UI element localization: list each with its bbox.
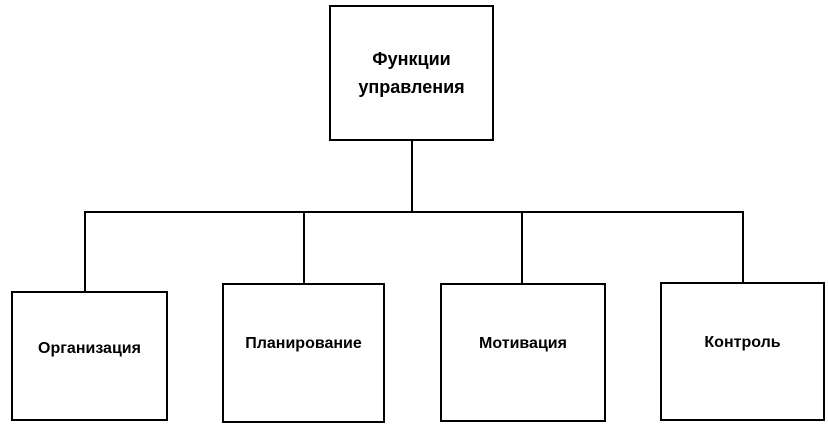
node-planning: Планирование xyxy=(222,283,385,423)
node-control-label: Контроль xyxy=(704,333,781,351)
connector-drop-motivation xyxy=(521,211,523,283)
connector-drop-control xyxy=(742,211,744,282)
node-root-label: Функции управления xyxy=(358,49,465,97)
node-control: Контроль xyxy=(660,282,825,421)
node-motivation: Мотивация xyxy=(440,283,606,422)
node-root: Функции управления xyxy=(329,5,494,141)
node-planning-label: Планирование xyxy=(245,335,362,352)
connector-root-stem xyxy=(411,141,413,212)
connector-horizontal-bar xyxy=(84,211,744,213)
connector-drop-organization xyxy=(84,211,86,291)
node-organization-label: Организация xyxy=(38,340,141,357)
connector-drop-planning xyxy=(303,211,305,283)
node-organization: Организация xyxy=(11,291,168,421)
node-motivation-label: Мотивация xyxy=(479,334,567,352)
